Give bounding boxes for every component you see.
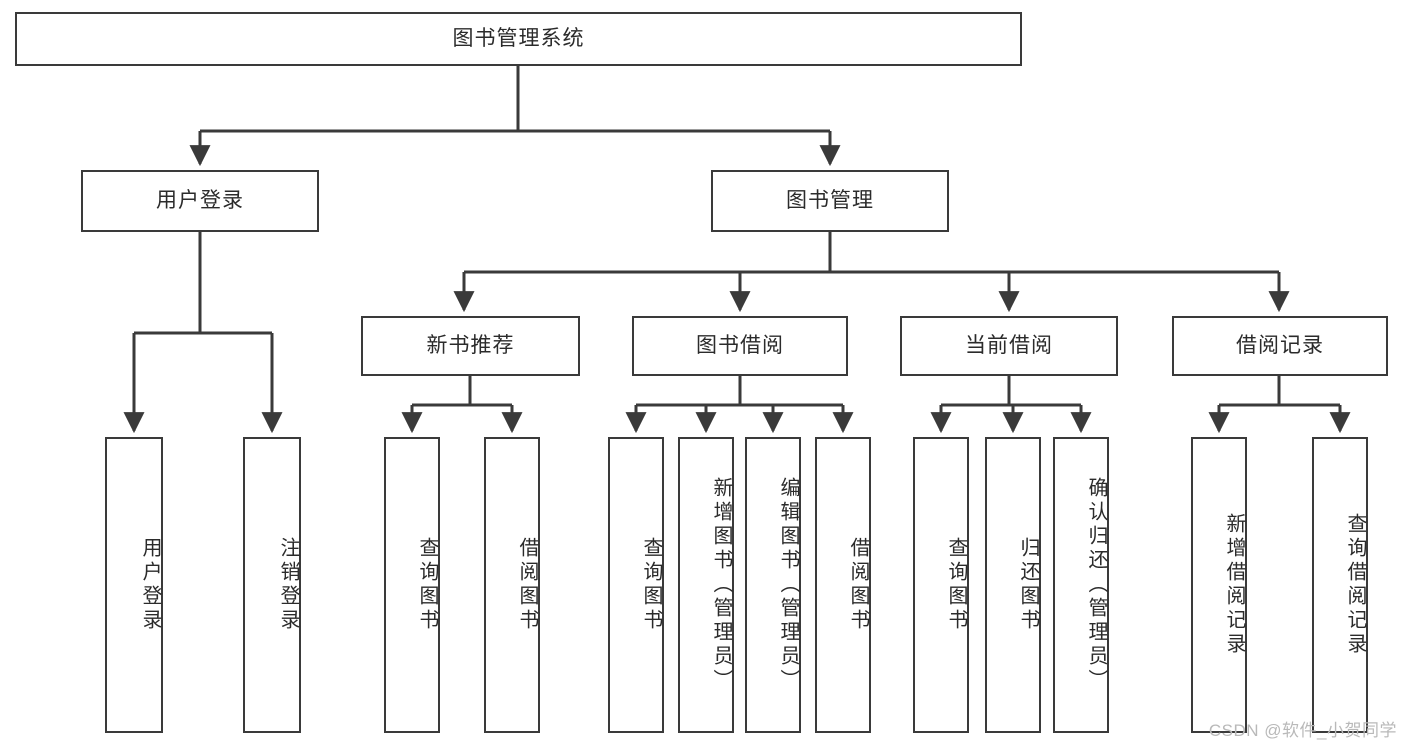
level3-node-2[interactable]: 当前借阅 <box>900 316 1118 376</box>
leaf-label: 借阅图书 <box>516 537 538 633</box>
leaf-label: 查询借阅记录 <box>1344 513 1366 657</box>
leaf-node-12[interactable]: 查询借阅记录 <box>1312 437 1368 733</box>
leaf-node-6[interactable]: 编辑图书（管理员） <box>745 437 801 733</box>
leaf-node-1[interactable]: 注销登录 <box>243 437 301 733</box>
leaf-node-2[interactable]: 查询图书 <box>384 437 440 733</box>
leaf-node-4[interactable]: 查询图书 <box>608 437 664 733</box>
leaf-label: 注销登录 <box>277 537 299 633</box>
leaf-label: 查询图书 <box>640 537 662 633</box>
level2-node-0[interactable]: 用户登录 <box>81 170 319 232</box>
leaf-label: 归还图书 <box>1017 537 1039 633</box>
level3-label: 借阅记录 <box>1236 334 1324 358</box>
leaf-node-3[interactable]: 借阅图书 <box>484 437 540 733</box>
level3-node-0[interactable]: 新书推荐 <box>361 316 580 376</box>
leaf-node-9[interactable]: 归还图书 <box>985 437 1041 733</box>
leaf-label: 用户登录 <box>139 537 161 633</box>
leaf-node-0[interactable]: 用户登录 <box>105 437 163 733</box>
level2-label: 用户登录 <box>156 189 244 213</box>
leaf-node-11[interactable]: 新增借阅记录 <box>1191 437 1247 733</box>
root-node-0[interactable]: 图书管理系统 <box>15 12 1022 66</box>
leaf-label: 查询图书 <box>945 537 967 633</box>
level3-node-3[interactable]: 借阅记录 <box>1172 316 1388 376</box>
leaf-label: 查询图书 <box>416 537 438 633</box>
level3-label: 当前借阅 <box>965 334 1053 358</box>
watermark-label: CSDN @软件_小贺同学 <box>1208 721 1397 740</box>
level3-label: 新书推荐 <box>426 334 515 358</box>
leaf-node-7[interactable]: 借阅图书 <box>815 437 871 733</box>
leaf-label: 确认归还（管理员） <box>1085 477 1107 693</box>
leaf-node-8[interactable]: 查询图书 <box>913 437 969 733</box>
level2-node-1[interactable]: 图书管理 <box>711 170 949 232</box>
level3-label: 图书借阅 <box>696 334 784 358</box>
level3-node-1[interactable]: 图书借阅 <box>632 316 848 376</box>
leaf-label: 借阅图书 <box>847 537 869 633</box>
leaf-label: 编辑图书（管理员） <box>777 477 799 693</box>
leaf-label: 新增借阅记录 <box>1223 513 1245 657</box>
level2-label: 图书管理 <box>786 189 874 213</box>
leaf-node-5[interactable]: 新增图书（管理员） <box>678 437 734 733</box>
root-label: 图书管理系统 <box>452 27 585 51</box>
leaf-label: 新增图书（管理员） <box>710 477 732 693</box>
leaf-node-10[interactable]: 确认归还（管理员） <box>1053 437 1109 733</box>
